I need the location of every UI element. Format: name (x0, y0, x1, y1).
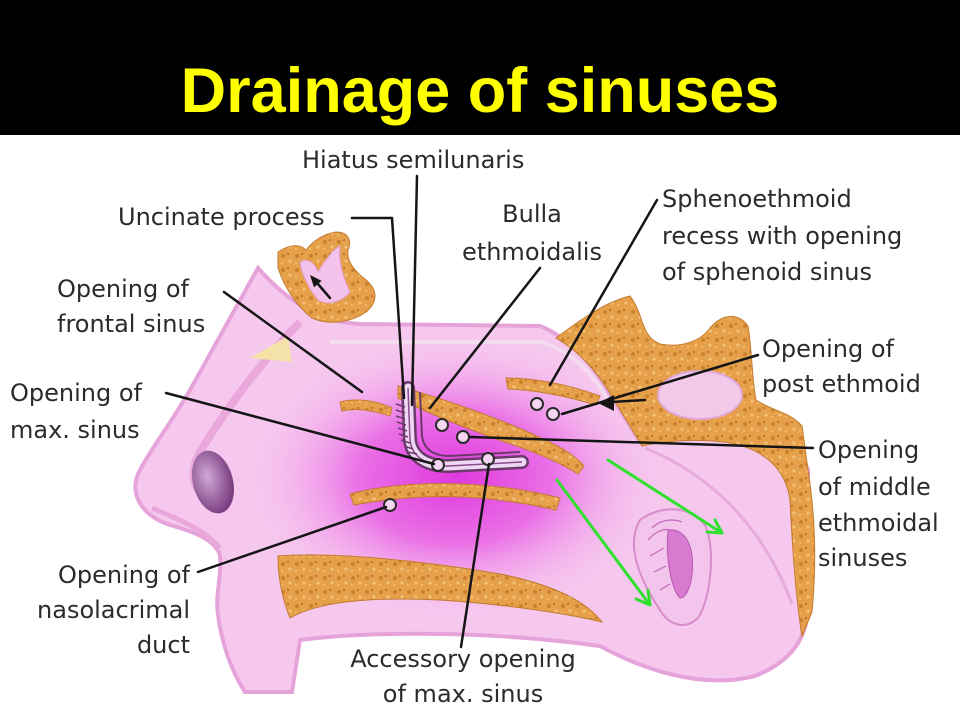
leader-accessory-opening (459, 462, 491, 649)
leader-hiatus-semilunaris (410, 174, 419, 407)
frontal-arrow-shaft (316, 282, 332, 300)
label-sphenoethmoid-line3: of sphenoid sinus (662, 258, 872, 286)
sphenoid-sinus-cavity (657, 370, 743, 420)
middle-ethmoid-opening-1 (435, 418, 449, 432)
pharynx-wall-outline (644, 446, 794, 605)
label-max-sinus-line2: max. sinus (10, 416, 140, 444)
cranial-base-line (330, 340, 610, 401)
frontal-arrow-head (310, 275, 322, 288)
accessory-maxillary-opening (481, 452, 495, 466)
sphenoid-arrow-shaft (610, 398, 647, 404)
green-arrow-upper-shaft (606, 458, 724, 535)
label-sphenoethmoid-line1: Sphenoethmoid (662, 185, 852, 213)
uncinate-hatching (395, 403, 418, 455)
nasolacrimal-duct-opening (383, 498, 397, 512)
label-accessory-opening-line1: Accessory opening (350, 645, 576, 673)
frontal-sinus-cavity (299, 245, 351, 304)
label-middle-ethmoidal-line1: Opening (818, 436, 919, 464)
maxillary-sinus-opening (431, 458, 445, 472)
label-middle-ethmoidal-line3: ethmoidal (818, 509, 939, 537)
label-hiatus-semilunaris: Hiatus semilunaris (302, 146, 524, 174)
label-max-sinus-line1: Opening of (10, 379, 143, 407)
post-ethmoid-opening-2 (546, 407, 560, 421)
leader-uncinate-process (350, 216, 406, 400)
green-arrow-lower-head (634, 588, 652, 607)
leader-middle-ethmoidal (468, 435, 815, 450)
green-drainage-arrow-lower (555, 478, 652, 607)
label-sphenoethmoid-line2: recess with opening (662, 222, 902, 250)
tube-ridges (647, 519, 683, 591)
sphenoid-drainage-arrow (598, 395, 647, 411)
label-nasolacrimal-line3: duct (137, 631, 190, 659)
green-drainage-arrow-upper (606, 458, 724, 535)
leader-sphenoethmoid-recess (548, 198, 659, 387)
label-frontal-sinus-line1: Opening of (57, 275, 190, 303)
label-uncinate-process: Uncinate process (118, 203, 325, 231)
label-post-ethmoid-line2: post ethmoid (762, 370, 921, 398)
tube-orifice (666, 529, 694, 599)
groove-inner-curve (419, 391, 521, 458)
post-ethmoid-opening-1 (530, 397, 544, 411)
middle-ethmoid-opening-2 (456, 430, 470, 444)
label-post-ethmoid-line1: Opening of (762, 335, 895, 363)
hard-palate (277, 554, 604, 623)
green-arrow-lower-shaft (555, 478, 652, 607)
label-frontal-sinus-line2: frontal sinus (57, 310, 205, 338)
nasal-bone-tip (250, 336, 292, 362)
slide-header: Drainage of sinuses (0, 0, 960, 135)
leader-frontal-sinus (222, 290, 364, 394)
label-nasolacrimal-line1: Opening of (58, 561, 191, 589)
frontal-drainage-arrow (310, 275, 332, 300)
nostril (191, 450, 235, 514)
leader-post-ethmoid (560, 353, 760, 416)
middle-concha (397, 385, 585, 475)
label-middle-ethmoidal-line2: of middle (818, 473, 931, 501)
label-accessory-opening-line2: of max. sinus (383, 680, 543, 708)
upper-concha-fragment (339, 399, 393, 417)
label-middle-ethmoidal-line4: sinuses (818, 544, 907, 572)
sphenoid-bone (555, 295, 816, 638)
sphenoid-arrow-head (598, 395, 614, 411)
leader-maxillary-sinus (164, 391, 436, 466)
label-bulla-ethmoidalis-line1: Bulla (502, 200, 562, 228)
slide-title: Drainage of sinuses (180, 56, 780, 126)
leader-bulla-ethmoidalis (428, 266, 542, 410)
label-bulla-ethmoidalis-line2: ethmoidalis (462, 238, 602, 266)
label-nasolacrimal-line2: nasolacrimal (37, 596, 190, 624)
leader-nasolacrimal-duct (196, 505, 388, 574)
inferior-concha (349, 483, 561, 511)
upper-lip-outline (151, 505, 222, 550)
green-arrow-upper-head (705, 518, 724, 535)
